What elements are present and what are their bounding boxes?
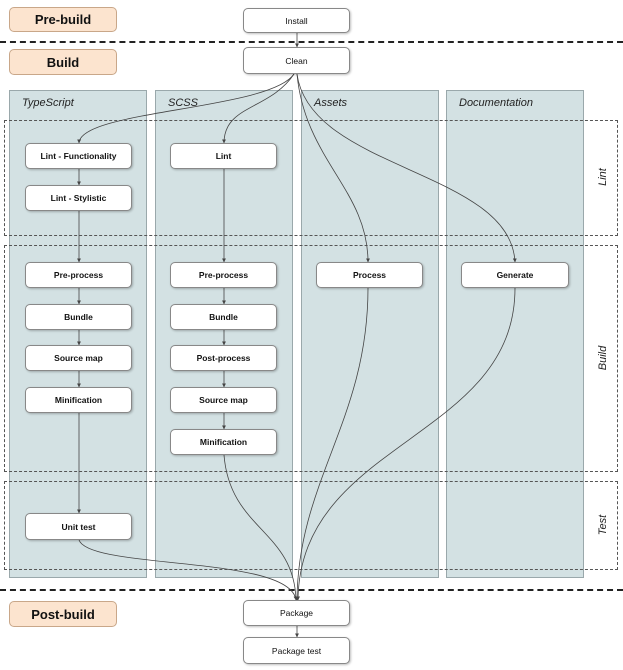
node-scss-lint[interactable]: Lint xyxy=(170,143,277,169)
stage-separator xyxy=(0,41,623,43)
phase-label-build: Build xyxy=(597,345,609,371)
stage-separator xyxy=(0,589,623,591)
node-ts-source-map[interactable]: Source map xyxy=(25,345,132,371)
node-scss-source-map[interactable]: Source map xyxy=(170,387,277,413)
stage-label-build: Build xyxy=(9,49,117,75)
node-install[interactable]: Install xyxy=(243,8,350,33)
lane-title: SCSS xyxy=(168,97,198,109)
lane-title: TypeScript xyxy=(22,97,74,109)
phase-label-lint: Lint xyxy=(597,168,609,186)
node-scss-bundle[interactable]: Bundle xyxy=(170,304,277,330)
lane-title: Assets xyxy=(314,97,348,109)
lane-typescript: TypeScript xyxy=(9,90,147,578)
node-scss-preprocess[interactable]: Pre-process xyxy=(170,262,277,288)
phase-box-lint xyxy=(4,120,618,236)
node-ts-bundle[interactable]: Bundle xyxy=(25,304,132,330)
node-ts-lint-stylistic[interactable]: Lint - Stylistic xyxy=(25,185,132,211)
node-clean[interactable]: Clean xyxy=(243,47,350,74)
node-ts-minification[interactable]: Minification xyxy=(25,387,132,413)
node-scss-postprocess[interactable]: Post-process xyxy=(170,345,277,371)
node-scss-minification[interactable]: Minification xyxy=(170,429,277,455)
node-ts-lint-functionality[interactable]: Lint - Functionality xyxy=(25,143,132,169)
node-docs-generate[interactable]: Generate xyxy=(461,262,569,288)
stage-label-postbuild: Post-build xyxy=(9,601,117,627)
stage-label-prebuild: Pre-build xyxy=(9,7,117,32)
node-package-test[interactable]: Package test xyxy=(243,637,350,664)
lane-title: Documentation xyxy=(459,97,533,109)
node-package[interactable]: Package xyxy=(243,600,350,626)
node-ts-unit-test[interactable]: Unit test xyxy=(25,513,132,540)
node-ts-preprocess[interactable]: Pre-process xyxy=(25,262,132,288)
phase-label-test: Test xyxy=(597,514,609,536)
node-assets-process[interactable]: Process xyxy=(316,262,423,288)
